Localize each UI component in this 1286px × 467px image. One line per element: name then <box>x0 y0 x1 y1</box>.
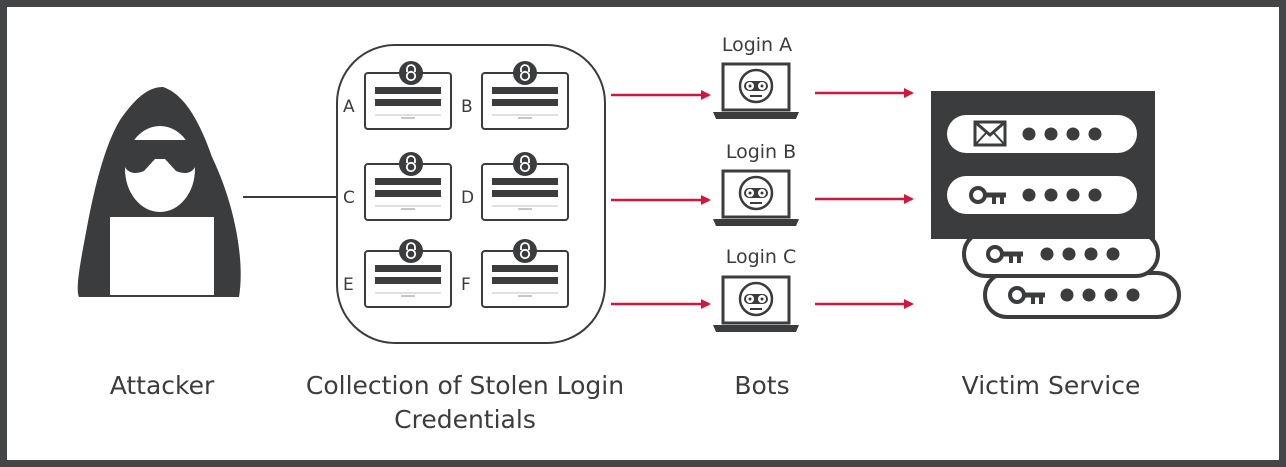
hooded-hacker-icon <box>77 87 241 297</box>
credential-label: C <box>343 188 355 208</box>
credential-label: B <box>461 97 473 117</box>
login-panel <box>931 91 1155 239</box>
stage-label-victim: Victim Service <box>961 371 1141 400</box>
bot-login-label: Login B <box>726 141 796 163</box>
credential-card-f: F <box>461 238 569 308</box>
stage-label-attacker: Attacker <box>109 371 215 400</box>
bot-c: Login C <box>711 246 801 334</box>
padlock-icon <box>512 60 538 86</box>
credential-label: D <box>461 188 474 208</box>
robot-face-icon <box>711 275 801 334</box>
credential-card-b: B <box>461 60 569 130</box>
padlock-icon <box>512 238 538 264</box>
password-field <box>947 176 1137 214</box>
credential-card-a: A <box>343 60 452 130</box>
robot-face-icon <box>711 62 801 121</box>
padlock-icon <box>398 60 424 86</box>
credential-pill <box>983 271 1181 319</box>
credential-card-d: D <box>461 151 569 221</box>
credential-label: A <box>343 97 355 117</box>
credential-label: E <box>343 275 354 295</box>
padlock-icon <box>398 151 424 177</box>
envelope-icon <box>973 120 1007 147</box>
bot-login-label: Login C <box>726 246 797 268</box>
padlock-icon <box>512 151 538 177</box>
bot-login-label: Login A <box>722 34 792 56</box>
credential-label: F <box>461 275 471 295</box>
victim-service-stack <box>931 91 1181 319</box>
credential-stuffing-diagram: A B C D E F Login A Login B Login <box>77 34 1181 344</box>
stage-label-bots: Bots <box>734 371 790 400</box>
credential-card-c: C <box>343 151 452 221</box>
robot-face-icon <box>711 169 801 228</box>
bot-b: Login B <box>711 141 801 228</box>
bot-a: Login A <box>711 34 801 121</box>
stage-label-credentials-line2: Credentials <box>394 405 536 434</box>
credential-card-e: E <box>343 238 452 308</box>
stage-label-credentials-line1: Collection of Stolen Login <box>305 371 625 400</box>
padlock-icon <box>398 238 424 264</box>
